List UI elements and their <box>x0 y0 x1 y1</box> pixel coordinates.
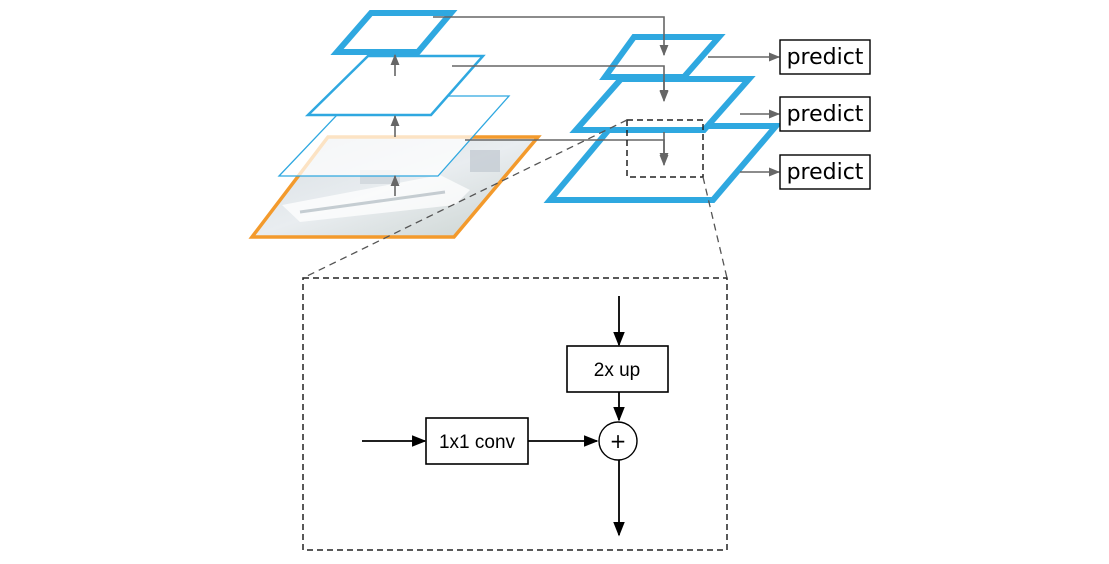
zoom-region <box>626 119 704 178</box>
upsample-block: 2x up <box>566 345 669 393</box>
predict-box-1: predict <box>779 39 871 75</box>
predict-label-3: predict <box>787 160 864 185</box>
detail-panel <box>302 277 728 551</box>
predict-arrows <box>708 52 781 177</box>
top-down-level-top <box>599 34 726 80</box>
upsample-label: 2x up <box>594 360 640 381</box>
top-down-level-middle <box>569 76 756 133</box>
bottom-up-level-2 <box>304 54 486 117</box>
top-down-level-bottom <box>543 123 783 203</box>
zoom-connectors <box>302 119 728 279</box>
lateral-conv-label: 1x1 conv <box>439 432 516 453</box>
bottom-up-level-3 <box>330 10 458 55</box>
predict-box-2: predict <box>779 96 871 132</box>
predict-box-3: predict <box>779 154 871 190</box>
merge-symbol: + <box>610 429 627 453</box>
lateral-conv-block: 1x1 conv <box>425 417 529 465</box>
predict-label-2: predict <box>787 102 864 127</box>
merge-node: + <box>598 421 638 461</box>
predict-label-1: predict <box>787 45 864 70</box>
